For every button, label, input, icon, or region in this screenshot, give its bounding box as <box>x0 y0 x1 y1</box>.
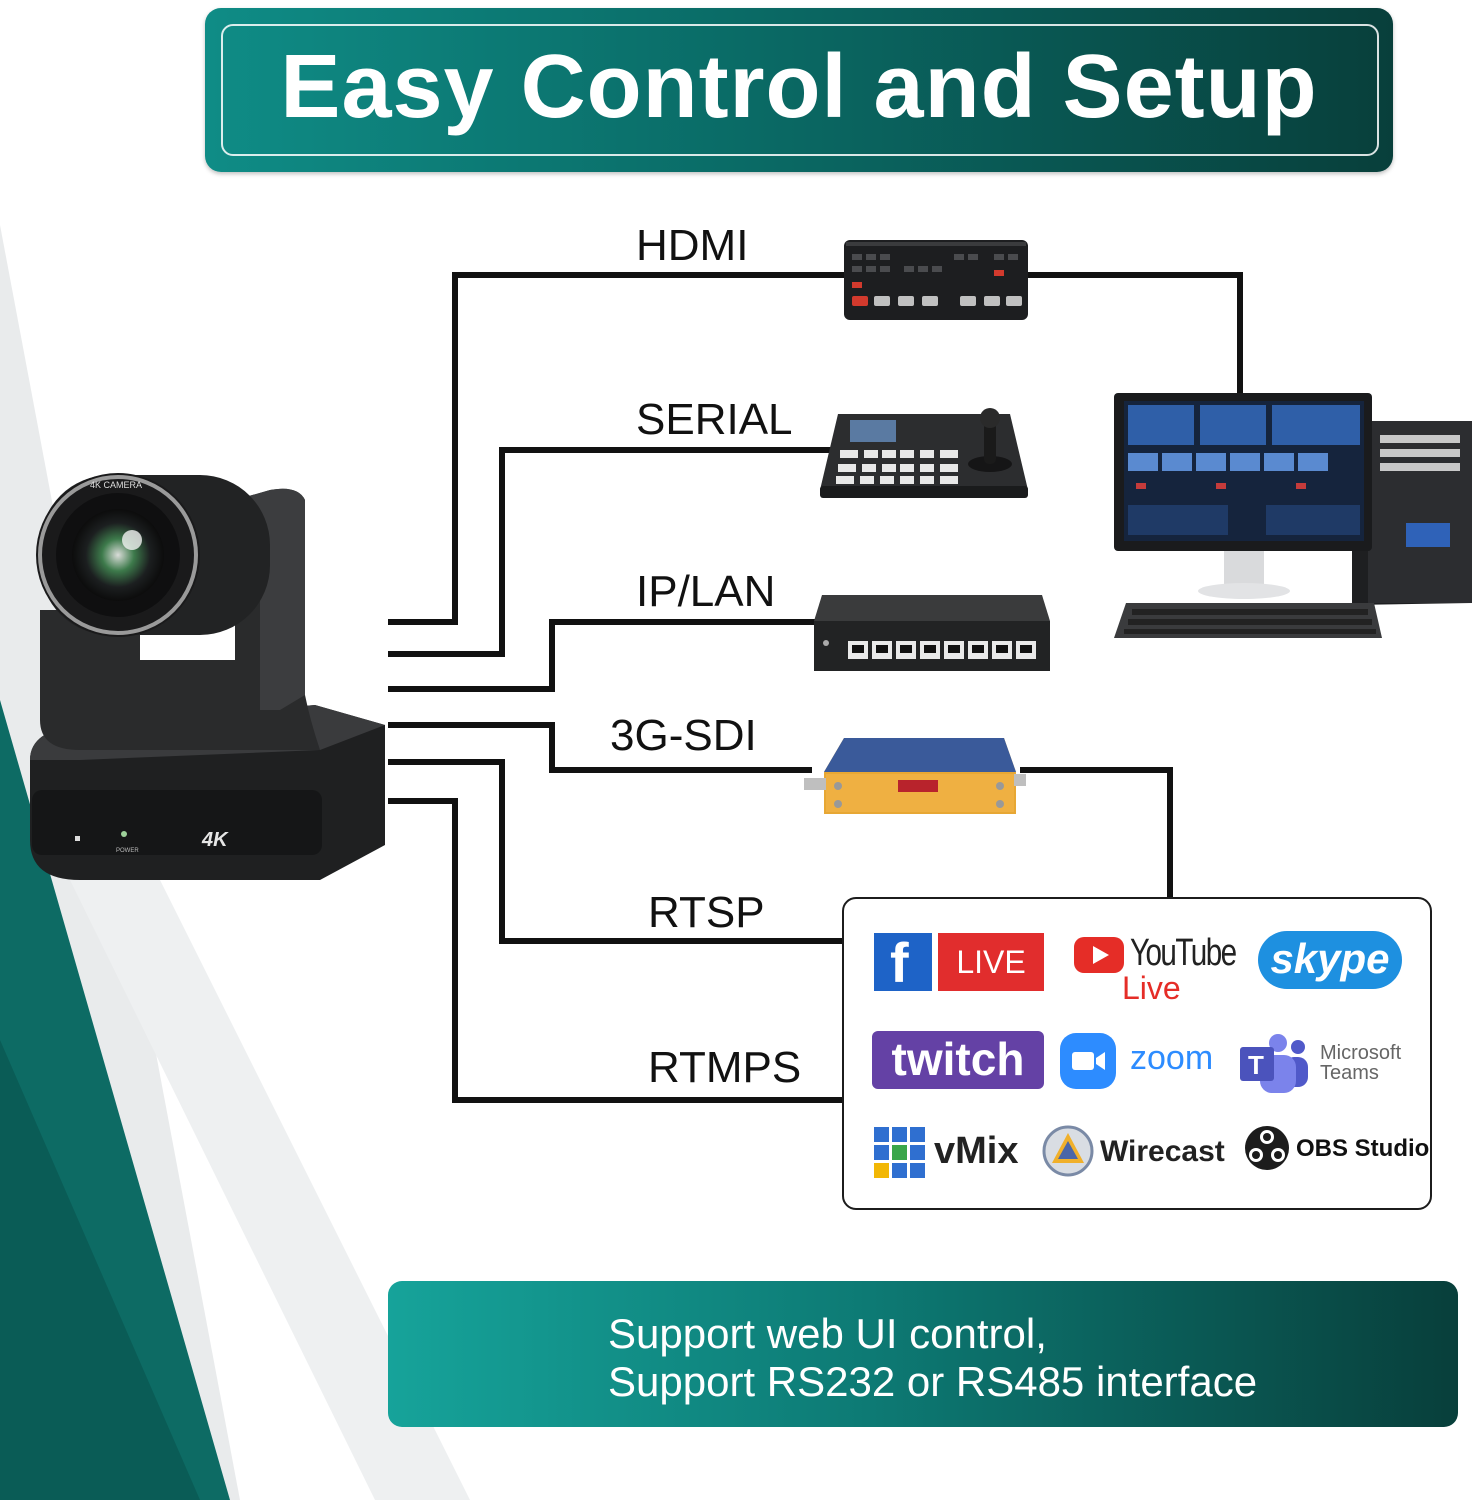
zoom-icon <box>1060 1033 1116 1089</box>
hdmi-to-pc-line <box>1026 272 1243 395</box>
rtmps-line <box>388 798 842 1103</box>
zoom-label: zoom <box>1130 1039 1214 1077</box>
twitch-label: twitch <box>891 1033 1025 1085</box>
microsoft-teams-icon: T <box>1240 1034 1308 1093</box>
power-label: POWER <box>116 848 139 854</box>
title-banner: Easy Control and Setup <box>205 8 1393 172</box>
teams-label-line1: Microsoft <box>1320 1042 1402 1064</box>
computer-image <box>1114 393 1472 638</box>
label-iplan: IP/LAN <box>636 567 776 616</box>
twitch-icon: twitch <box>872 1031 1044 1089</box>
wirecast-icon <box>1042 1125 1094 1177</box>
facebook-live-badge: LIVE <box>938 933 1044 991</box>
page-title: Easy Control and Setup <box>280 37 1318 137</box>
svg-text:T: T <box>1248 1050 1264 1080</box>
footer-banner: Support web UI control, Support RS232 or… <box>388 1281 1458 1427</box>
vmix-icon <box>874 1127 925 1178</box>
ptz-keyboard-image <box>820 408 1028 498</box>
teams-label-line2: Teams <box>1320 1062 1379 1084</box>
footer-line1: Support web UI control, <box>608 1310 1047 1357</box>
iplan-line <box>388 619 820 692</box>
facebook-icon: f <box>874 933 932 991</box>
sdi-to-box-line <box>1020 767 1173 897</box>
hdmi-line <box>388 272 846 625</box>
vmix-label: vMix <box>934 1130 1019 1172</box>
label-serial: SERIAL <box>636 395 793 444</box>
rtsp-line <box>388 759 842 944</box>
youtube-live-label: Live <box>1122 970 1181 1006</box>
network-switch-image <box>814 595 1050 671</box>
sdi-line <box>388 722 812 773</box>
ptz-camera-image: 4K POWER 4K CAMERA <box>30 473 385 880</box>
label-rtsp: RTSP <box>648 888 765 937</box>
label-rtmps: RTMPS <box>648 1043 802 1092</box>
camera-ring-text: 4K CAMERA <box>90 480 142 490</box>
youtube-label: YouTube <box>1130 932 1237 974</box>
serial-line <box>388 447 836 657</box>
camera-badge: 4K <box>201 829 229 851</box>
label-sdi: 3G-SDI <box>610 711 757 760</box>
youtube-icon <box>1074 937 1124 973</box>
streaming-platforms-box: f LIVE YouTube Live skype twitch zoom T … <box>842 897 1432 1210</box>
facebook-live-label: LIVE <box>956 944 1026 980</box>
wirecast-label: Wirecast <box>1100 1135 1225 1168</box>
obs-label: OBS Studio <box>1296 1135 1430 1162</box>
sdi-converter-image <box>804 738 1026 814</box>
title-frame <box>221 24 1379 156</box>
skype-label: skype <box>1270 935 1390 982</box>
label-hdmi: HDMI <box>636 221 749 270</box>
skype-icon: skype <box>1258 931 1402 989</box>
footer-line2: Support RS232 or RS485 interface <box>608 1358 1258 1405</box>
hdmi-switcher-image <box>844 240 1028 320</box>
obs-icon <box>1245 1126 1289 1170</box>
